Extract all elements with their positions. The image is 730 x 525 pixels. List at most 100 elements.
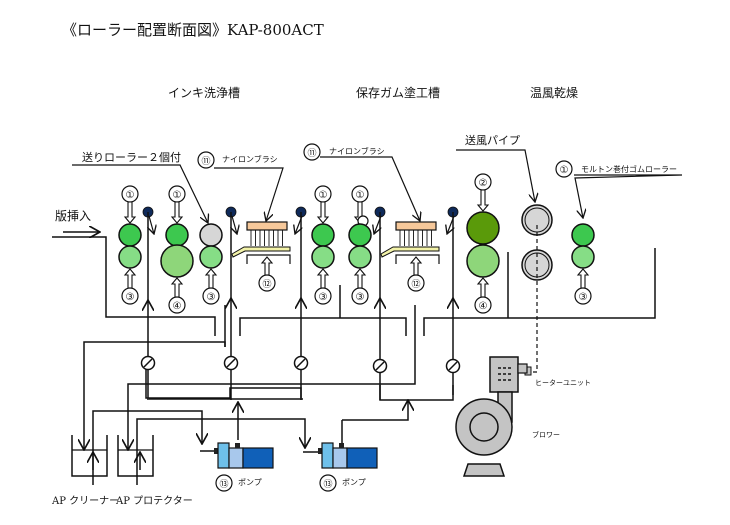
heater-unit-label: ヒーターユニット: [535, 378, 591, 387]
marker-11: ⑪: [307, 148, 316, 159]
nylon-brush-label-1: ナイロンブラシ: [222, 154, 278, 164]
push-arrow: [170, 201, 184, 224]
ap-protector-tank: [117, 435, 154, 477]
roller-bottom: [199, 245, 223, 269]
push-arrow: [123, 201, 137, 224]
marker-13: ⑬: [323, 479, 332, 490]
feed-roller-label: 送りローラー２個付: [82, 150, 181, 164]
roller-bottom: [311, 245, 335, 269]
pump-label: ポンプ: [238, 478, 262, 487]
marker-1: ①: [173, 190, 182, 201]
marker-1: ①: [356, 190, 365, 201]
marker-circle: [314, 287, 332, 305]
air-pipe-callout: 送風パイプ: [456, 133, 535, 202]
brush-tray: [395, 254, 440, 264]
pump: ⑬ ポンプ: [214, 442, 274, 492]
marker-12: ⑫: [262, 279, 271, 290]
pump-head: [217, 442, 230, 469]
ap-protector-label: AP プロテクター: [115, 495, 193, 507]
section-gum-coat: 保存ガム塗工槽: [356, 85, 440, 100]
push-arrow: [476, 277, 490, 298]
roller-top: [311, 223, 335, 247]
push-arrow: [316, 201, 330, 224]
marker-circle: [168, 296, 186, 314]
marker-circle: [215, 474, 233, 492]
roller-top: [118, 223, 142, 247]
plate-insert-label: 版挿入: [55, 209, 91, 223]
valve-slash: [448, 361, 458, 371]
pump-inlet: [318, 448, 323, 454]
marker-4: ④: [173, 301, 182, 312]
nylon-brush-callout-2: ⑪ ナイロンブラシ: [303, 143, 420, 221]
brush-head: [395, 221, 437, 231]
roller-pair: ①④: [160, 185, 194, 314]
marker-circle: [351, 287, 369, 305]
marker-1: ①: [319, 190, 328, 201]
valve-slash: [226, 358, 236, 368]
roller-pair: ③: [571, 223, 595, 305]
valve-slash: [143, 358, 153, 368]
push-arrow: [476, 189, 490, 212]
tank-outlines: [52, 236, 656, 360]
pump-body: [332, 447, 348, 469]
spray-arrow: [149, 215, 154, 234]
marker-4: ④: [479, 301, 488, 312]
marker-13: ⑬: [219, 479, 228, 490]
nylon-brush-callout-1: ⑪ ナイロンブラシ: [197, 151, 284, 221]
pump-outlet: [235, 443, 240, 448]
marker-circle: [121, 287, 139, 305]
roller-bottom: [466, 244, 500, 278]
marker-11: ⑪: [201, 156, 210, 167]
push-arrow: [170, 277, 184, 298]
push-arrow: [409, 256, 423, 276]
blower-assembly: ヒーターユニット ブロワー: [455, 356, 591, 477]
nylon-brush: ⑫: [231, 221, 291, 292]
marker-circle: [474, 296, 492, 314]
marker-3: ③: [579, 292, 588, 303]
pump-inlet: [214, 448, 219, 454]
brush-tray: [246, 254, 291, 264]
marker-3: ③: [356, 292, 365, 303]
push-arrow: [204, 268, 218, 289]
roller-top: [571, 223, 595, 247]
pump-head: [321, 442, 334, 469]
section-warm-dry: 温風乾燥: [530, 86, 578, 100]
roller-pair: ①③: [311, 185, 335, 305]
roller-pair: ③: [199, 223, 223, 305]
roller-bottom: [571, 245, 595, 269]
marker-1: ①: [126, 190, 135, 201]
marker-1: ①: [560, 165, 569, 176]
air-pipes: [521, 204, 553, 373]
molton-roller-label: モルトン巻付ゴムローラー: [581, 164, 677, 174]
section-ink-wash: インキ洗浄槽: [168, 86, 240, 100]
roller-bottom: [118, 245, 142, 269]
marker-12: ⑫: [411, 279, 420, 290]
nylon-brush: ⑫: [380, 221, 440, 292]
marker-circle: [258, 274, 276, 292]
brush-plate: [231, 246, 291, 258]
ap-cleaner-label: AP クリーナー: [51, 495, 119, 507]
pump-motor: [242, 447, 274, 469]
roller-pair: ①③: [118, 185, 142, 305]
air-pipe-label: 送風パイプ: [465, 133, 520, 147]
valve-slash: [296, 358, 306, 368]
brush-plate: [380, 246, 440, 258]
pump-motor: [346, 447, 378, 469]
roller-top: [199, 223, 223, 247]
roller-bottom: [348, 245, 372, 269]
marker-circle: [574, 287, 592, 305]
marker-circle: [202, 287, 220, 305]
roller-top: [348, 223, 372, 247]
push-arrow: [123, 268, 137, 289]
pump-outlet: [339, 443, 344, 448]
marker-2: ②: [479, 178, 488, 189]
spray-arrow: [232, 215, 237, 234]
roller-top: [165, 223, 189, 247]
molton-roller-callout: ① モルトン巻付ゴムローラー: [555, 160, 683, 218]
push-arrow: [353, 268, 367, 289]
marker-3: ③: [207, 292, 216, 303]
